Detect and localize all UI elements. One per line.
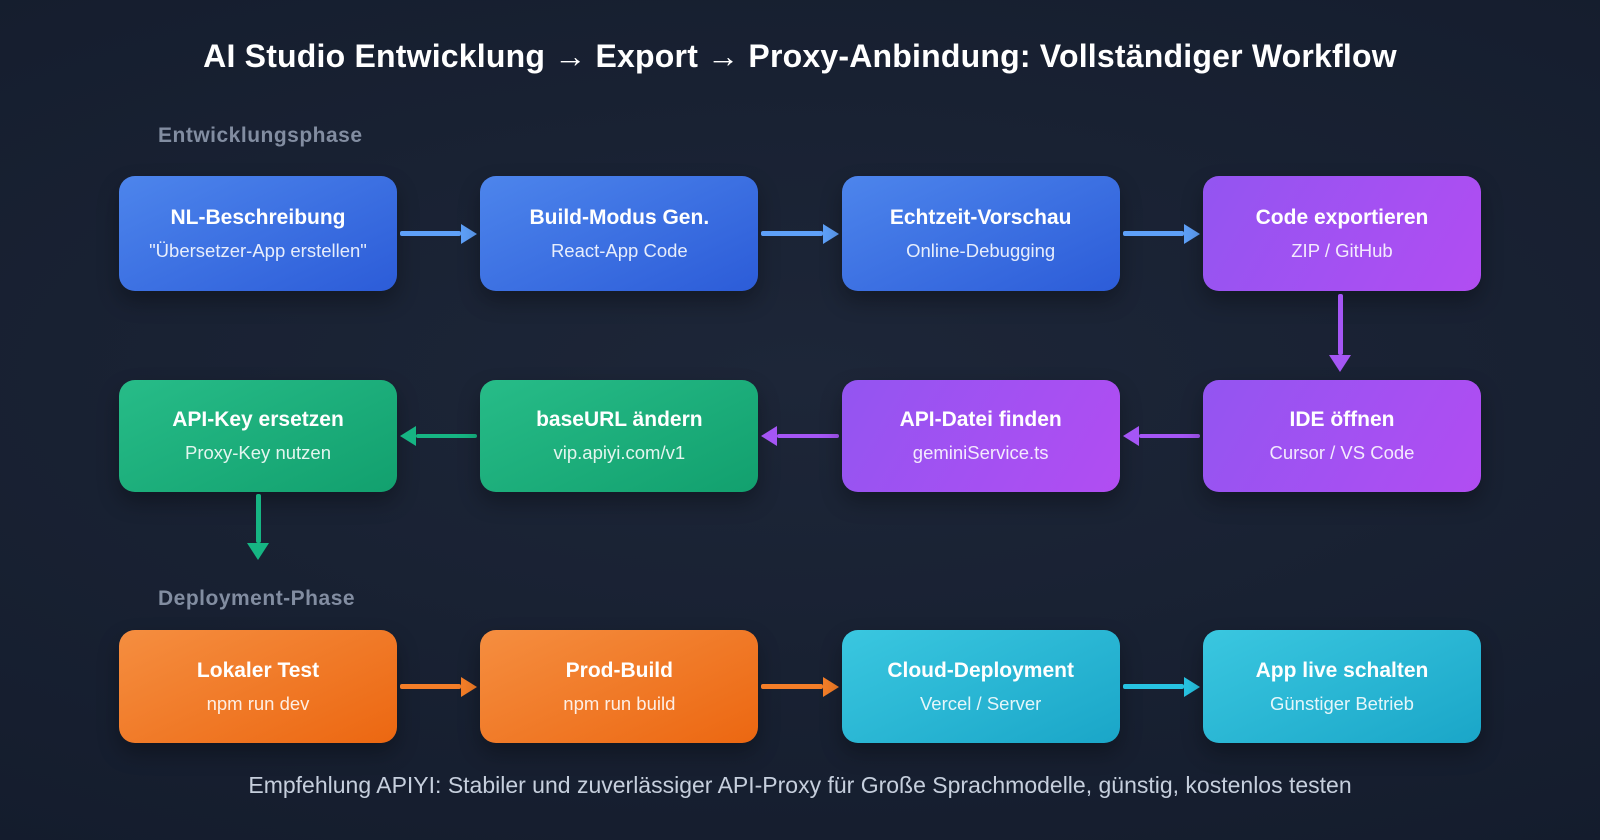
step-cloud-deployment: Cloud-Deployment Vercel / Server (841, 630, 1120, 743)
arrow-left-icon (1120, 380, 1203, 492)
step-subtitle: geminiService.ts (912, 442, 1049, 463)
arrow-right-icon (397, 176, 480, 291)
step-title: baseURL ändern (536, 408, 703, 431)
step-subtitle: React-App Code (550, 239, 688, 261)
arrow-down-icon (246, 494, 270, 560)
arrow-head (461, 223, 478, 244)
step-title: Build-Modus Gen. (529, 205, 710, 229)
arrow-head (1122, 426, 1139, 446)
step-app-live-schalten: App live schalten Günstiger Betrieb (1202, 630, 1481, 743)
arrow-left-icon (397, 380, 480, 492)
phase-label-development: Entwicklungsphase (158, 124, 363, 147)
step-nl-beschreibung: NL-Beschreibung "Übersetzer-App erstelle… (119, 176, 397, 291)
arrow-shaft (400, 684, 462, 689)
step-subtitle: Cursor / VS Code (1269, 442, 1415, 463)
step-title: NL-Beschreibung (170, 205, 346, 229)
step-build-modus: Build-Modus Gen. React-App Code (480, 176, 759, 291)
arrow-head (400, 426, 416, 446)
arrow-head (1329, 355, 1351, 372)
step-subtitle: Online-Debugging (906, 239, 1056, 261)
row-development: NL-Beschreibung "Übersetzer-App erstelle… (119, 176, 1481, 291)
step-subtitle: npm run dev (206, 692, 310, 714)
step-title: Code exportieren (1255, 205, 1429, 229)
step-subtitle: Proxy-Key nutzen (184, 442, 331, 463)
arrow-head (761, 426, 778, 446)
step-title: Echtzeit-Vorschau (889, 205, 1072, 229)
arrow-shaft (255, 494, 261, 543)
step-title: Prod-Build (565, 658, 673, 682)
row-deployment: Lokaler Test npm run dev Prod-Build npm … (119, 630, 1481, 743)
arrow-head (1183, 676, 1200, 697)
step-subtitle: Günstiger Betrieb (1270, 692, 1414, 714)
row-proxy-integration: API-Key ersetzen Proxy-Key nutzen baseUR… (119, 380, 1481, 492)
arrow-shaft (777, 433, 839, 439)
step-subtitle: Vercel / Server (919, 692, 1042, 714)
step-title: API-Datei finden (899, 408, 1062, 431)
step-api-key-ersetzen: API-Key ersetzen Proxy-Key nutzen (119, 380, 397, 492)
step-subtitle: npm run build (563, 692, 676, 714)
phase-label-deployment: Deployment-Phase (158, 587, 356, 610)
step-baseurl-aendern: baseURL ändern vip.apiyi.com/v1 (480, 380, 759, 492)
arrow-shaft (1122, 231, 1184, 236)
step-title: Cloud-Deployment (887, 658, 1074, 682)
arrow-shaft (1337, 294, 1343, 355)
arrow-right-icon (1120, 176, 1203, 291)
step-api-datei-finden: API-Datei finden geminiService.ts (841, 380, 1120, 492)
arrow-right-icon (1120, 630, 1203, 743)
arrow-head (1183, 223, 1200, 244)
arrow-right-icon (397, 630, 480, 743)
arrow-right-icon (758, 176, 841, 291)
arrow-shaft (1122, 684, 1184, 689)
step-title: App live schalten (1255, 658, 1429, 682)
step-echtzeit-vorschau: Echtzeit-Vorschau Online-Debugging (841, 176, 1120, 291)
step-title: IDE öffnen (1289, 408, 1395, 431)
step-ide-oeffnen: IDE öffnen Cursor / VS Code (1202, 380, 1481, 492)
step-subtitle: "Übersetzer-App erstellen" (149, 239, 367, 261)
arrow-shaft (416, 433, 478, 439)
page-title: AI Studio Entwicklung → Export → Proxy-A… (203, 38, 1397, 74)
footer-note: Empfehlung APIYI: Stabiler und zuverläss… (248, 772, 1352, 798)
step-subtitle: vip.apiyi.com/v1 (553, 442, 686, 463)
arrow-right-icon (758, 630, 841, 743)
arrow-shaft (400, 231, 462, 236)
arrow-left-icon (758, 380, 841, 492)
arrow-head (822, 223, 839, 244)
arrow-shaft (761, 231, 823, 236)
arrow-head (461, 676, 478, 697)
step-prod-build: Prod-Build npm run build (480, 630, 759, 743)
step-title: Lokaler Test (196, 658, 320, 682)
arrow-shaft (761, 684, 823, 689)
step-title: API-Key ersetzen (172, 408, 344, 431)
step-code-exportieren: Code exportieren ZIP / GitHub (1202, 176, 1481, 291)
arrow-shaft (1138, 433, 1200, 439)
arrow-head (247, 543, 269, 560)
step-lokaler-test: Lokaler Test npm run dev (119, 630, 397, 743)
arrow-head (822, 676, 839, 697)
step-subtitle: ZIP / GitHub (1291, 239, 1393, 261)
arrow-down-icon (1328, 294, 1352, 372)
